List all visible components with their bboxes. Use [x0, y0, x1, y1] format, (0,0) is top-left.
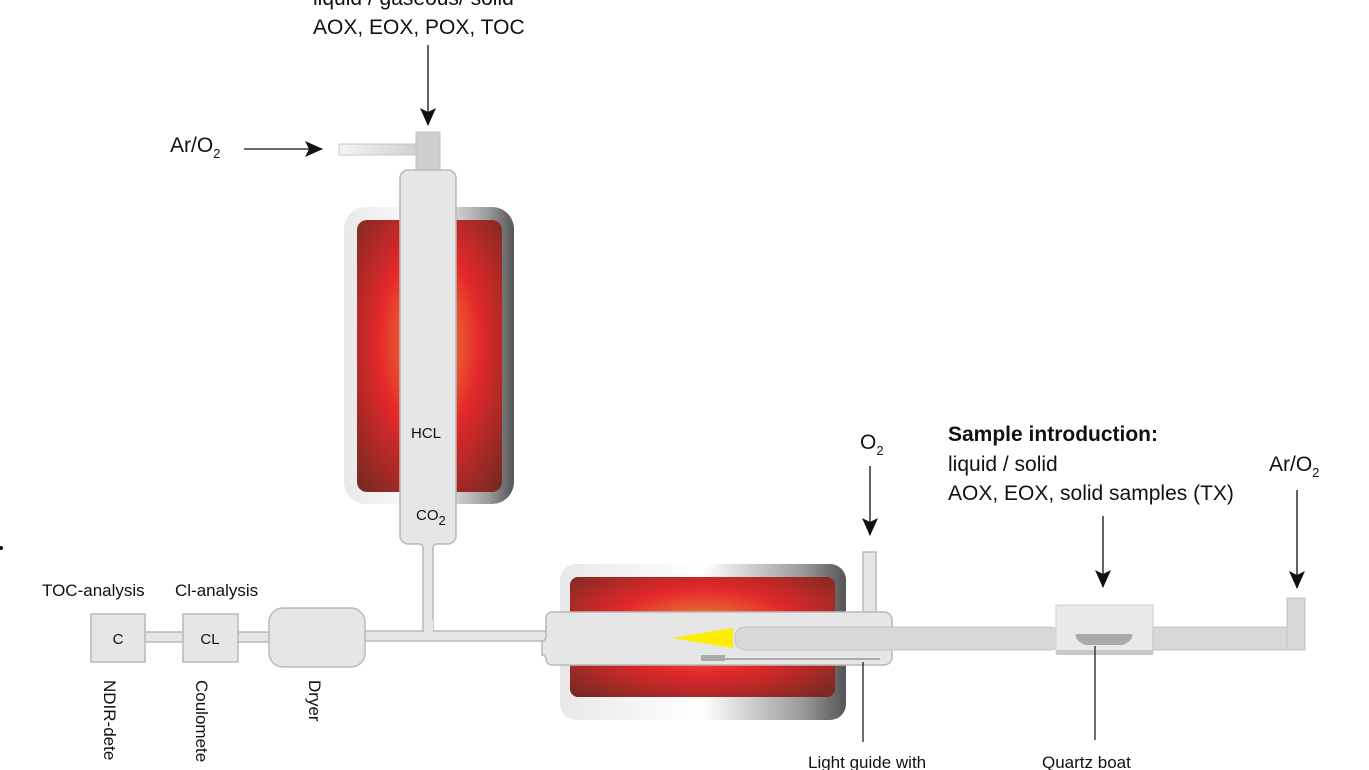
light-guide-label: Light guide with [808, 753, 926, 770]
quartz-boat-label: Quartz boat [1042, 753, 1131, 770]
oxygen-port [862, 551, 877, 618]
quartz-boat-icon [1075, 634, 1133, 645]
flame-icon [672, 628, 733, 648]
gas-inlet-port [1286, 597, 1306, 651]
cl-box-label: CL [200, 631, 219, 648]
top-inlet-line1: liquid / gaseous/ solid [313, 0, 514, 10]
ndir-label: NDIR-dete [100, 680, 119, 760]
dryer-label: Dryer [305, 680, 324, 722]
oxygen-label: O2 [860, 431, 884, 458]
gas-top-label: Ar/O2 [170, 134, 220, 161]
cl-analysis-label: Cl-analysis [175, 581, 258, 600]
ndir-detector-box [90, 613, 146, 663]
coulometer-label: Coulomete [192, 680, 211, 762]
toc-analysis-label: TOC-analysis [42, 581, 145, 600]
vertical-combustion-tube [399, 169, 457, 634]
sample-lock [1055, 604, 1154, 654]
edge-dot [0, 546, 3, 550]
sample-tube [734, 626, 1061, 651]
co2-label: CO2 [416, 507, 446, 528]
sample-intro-line2: AOX, EOX, solid samples (TX) [948, 482, 1234, 505]
sample-intro-line1: liquid / solid [948, 453, 1058, 476]
dryer-box [268, 607, 366, 668]
hcl-label: HCL [411, 425, 441, 442]
gas-top-pipe [338, 143, 422, 156]
pipe-c-cl [142, 631, 186, 643]
junction [424, 620, 433, 634]
top-inlet-line2: AOX, EOX, POX, TOC [313, 16, 525, 39]
coulometer-box [182, 613, 239, 663]
gas-right-label: Ar/O2 [1269, 453, 1319, 480]
c-box-label: C [113, 631, 124, 648]
pipe-cl-dryer [235, 631, 273, 643]
top-inlet-port [415, 131, 441, 173]
sample-lock-base [1056, 650, 1153, 655]
sample-intro-title: Sample introduction: [948, 423, 1158, 446]
light-guide-tip [701, 655, 725, 661]
gas-line [362, 630, 549, 642]
gas-inlet-tube [1152, 626, 1306, 651]
